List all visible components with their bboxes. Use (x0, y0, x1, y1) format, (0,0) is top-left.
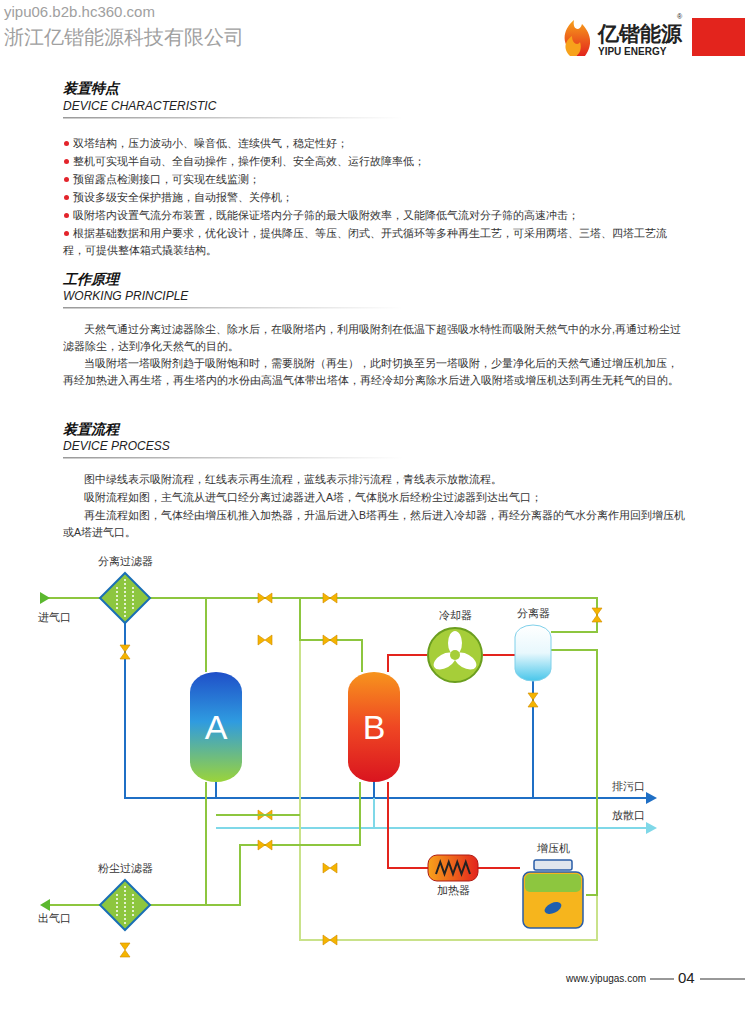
part-name: 增压机 (537, 842, 570, 856)
logo-flame (565, 20, 591, 56)
section-subheading: DEVICE PROCESS (63, 439, 170, 455)
trademark: ® (677, 12, 682, 21)
pipe-connector (150, 598, 206, 672)
bullet-dot (64, 195, 69, 200)
bullet-dot (64, 159, 69, 164)
valve-symbol (323, 593, 337, 603)
bypass-pipe (300, 598, 597, 940)
valve-symbol (120, 943, 130, 957)
vent-pipe (373, 798, 375, 828)
bullet-text: 根据基础数据和用户要求，优化设计，提供降压、等压、闭式、开式循环等多种再生工艺，… (63, 225, 687, 259)
paragraph: 再生流程如图，气体经由增压机推入加热器，升温后进入B塔再生，然后进入冷却器，再经… (63, 507, 685, 541)
adsorption-tower: A (190, 672, 242, 782)
valve-symbol (323, 935, 337, 945)
valve-symbol (528, 693, 538, 707)
section-rule (63, 117, 403, 119)
brand-name: 亿锴能源 (598, 20, 682, 47)
filter-diamond: 粉尘过滤器 (100, 880, 150, 930)
paragraph: 图中绿线表示吸附流程，红线表示再生流程，蓝线表示排污流程，青线表示放散流程。 (63, 471, 685, 488)
valve-symbol (323, 635, 337, 645)
arrowhead (40, 899, 50, 911)
bullet-text: 吸附塔内设置气流分布装置，既能保证塔内分子筛的最大吸附效率，又能降低气流对分子筛… (73, 207, 689, 224)
logo-block (692, 18, 745, 56)
part-name: 冷却器 (439, 609, 472, 623)
heater-box: 加热器 (428, 855, 478, 881)
filter-diamond-outline (100, 573, 150, 623)
valve-symbol (258, 635, 272, 645)
compressor-outline (520, 860, 586, 930)
valve-symbol (258, 593, 272, 603)
arrowhead (646, 792, 657, 804)
section-heading: 装置特点 (63, 79, 119, 97)
part-name: 加热器 (437, 884, 470, 898)
compressor: 增压机 (520, 860, 586, 930)
paragraph: 当吸附塔一塔吸附剂趋于吸附饱和时，需要脱附（再生），此时切换至另一塔吸附，少量净… (63, 355, 685, 389)
part-name: 分离过滤器 (98, 555, 153, 569)
port-label: 进气口 (38, 611, 71, 625)
separator-vessel: 分离器 (515, 625, 551, 681)
arrowhead (40, 592, 50, 604)
drain-pipe (215, 782, 217, 798)
footer-rule (650, 979, 674, 980)
section-subheading: DEVICE CHARACTERISTIC (63, 99, 216, 115)
cooler-fan: 冷却器 (427, 627, 483, 683)
separator-vessel-outline (515, 625, 551, 681)
bullet-text: 整机可实现半自动、全自动操作，操作便利、安全高效、运行故障率低； (73, 153, 685, 170)
cooler-fan-outline (427, 627, 483, 683)
filter-diamond-outline (100, 880, 150, 930)
port-label: 出气口 (38, 912, 71, 926)
bullet-dot (64, 141, 69, 146)
pipe-connector (150, 782, 360, 905)
adsorption-tower: B (348, 672, 400, 782)
outlet-pipe (42, 904, 100, 906)
tower-letter: A (205, 708, 228, 747)
valve-symbol (323, 863, 337, 873)
valve-symbol (592, 608, 602, 622)
page-number: 04 (678, 968, 695, 988)
tower-letter: B (363, 708, 386, 747)
brand-name: YIPU ENERGY (598, 45, 666, 58)
drain-pipe (373, 782, 375, 798)
pipe-connector (478, 867, 520, 869)
pipe-connector (388, 655, 427, 672)
bullet-text: 双塔结构，压力波动小、噪音低、连续供气，稳定性好； (73, 135, 685, 152)
website: www.yipugas.com (566, 972, 646, 985)
watermark: 浙江亿锴能源科技有限公司 (4, 24, 244, 50)
pipe-connector (483, 654, 515, 656)
section-rule (63, 457, 403, 459)
bullet-dot (64, 177, 69, 182)
pipe-connector (551, 650, 597, 895)
valve-symbol (120, 645, 130, 659)
watermark: yipu06.b2b.hc360.com (4, 2, 155, 22)
bullet-text: 预设多级安全保护措施，自动报警、关停机； (73, 189, 685, 206)
filter-diamond: 分离过滤器 (100, 573, 150, 623)
bypass-pipe (216, 814, 300, 816)
heater-box-outline (428, 855, 478, 881)
section-heading: 工作原理 (63, 270, 119, 288)
vent-pipe (216, 827, 648, 829)
bullet-dot (64, 213, 69, 218)
section-rule (63, 307, 403, 309)
section-heading: 装置流程 (63, 420, 119, 438)
part-name: 粉尘过滤器 (98, 862, 153, 876)
valve-symbol (258, 840, 272, 850)
pipe-connector (150, 782, 206, 905)
port-label: 放散口 (612, 809, 645, 823)
logo-flame (566, 36, 581, 56)
bullet-dot (64, 231, 69, 236)
pipe-connector (388, 782, 428, 868)
part-name: 分离器 (517, 607, 550, 621)
paragraph: 吸附流程如图，主气流从进气口经分离过滤器进入A塔，气体脱水后经粉尘过滤器到达出气… (63, 489, 685, 506)
pipe-connector (150, 598, 362, 672)
arrowhead (646, 822, 657, 834)
port-label: 排污口 (612, 780, 645, 794)
footer-rule (700, 979, 745, 980)
section-subheading: WORKING PRINCIPLE (63, 289, 188, 305)
paragraph: 天然气通过分离过滤器除尘、除水后，在吸附塔内，利用吸附剂在低温下超强吸水特性而吸… (63, 321, 685, 355)
bullet-text: 预留露点检测接口，可实现在线监测； (73, 171, 685, 188)
